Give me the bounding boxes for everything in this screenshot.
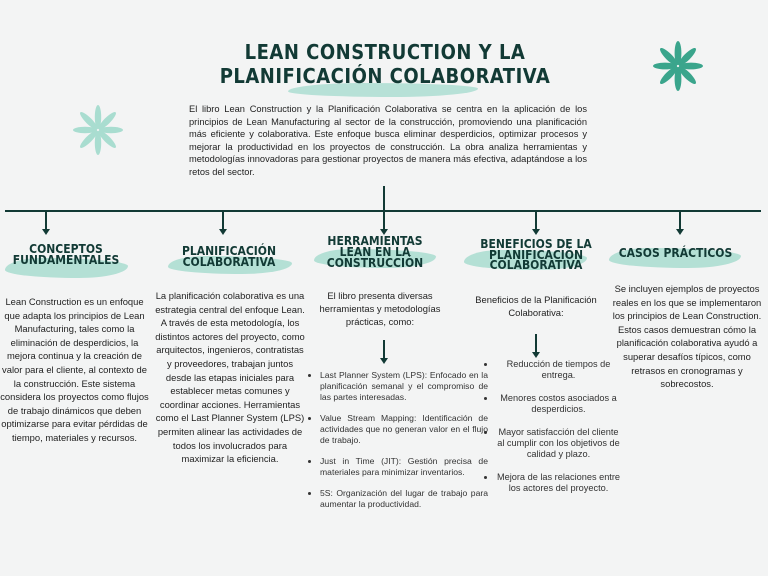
- connector-col5: [679, 211, 681, 231]
- col3-tool-list: Last Planner System (LPS): Enfocado en l…: [308, 370, 488, 520]
- arrow-col4-icon: [532, 229, 540, 235]
- list-item: Reducción de tiempos de entrega.: [496, 359, 621, 381]
- list-item: Menores costos asociados a desperdicios.: [496, 393, 621, 415]
- list-item: Value Stream Mapping: Identificación de …: [320, 413, 488, 446]
- list-item: Last Planner System (LPS): Enfocado en l…: [320, 370, 488, 403]
- col4-title-highlight: [464, 250, 587, 270]
- star-right-icon: [653, 41, 703, 91]
- page-title: LEAN CONSTRUCTION Y LA PLANIFICACIÓN COL…: [219, 40, 551, 88]
- arrow-col2-icon: [219, 229, 227, 235]
- col1-title-highlight: [5, 258, 128, 278]
- col4-arrow-icon: [532, 352, 540, 358]
- connector-col1: [45, 211, 47, 231]
- list-item: Mayor satisfacción del cliente al cumpli…: [496, 427, 621, 460]
- arrow-col5-icon: [676, 229, 684, 235]
- arrow-col3-icon: [380, 229, 388, 235]
- list-item: Mejora de las relaciones entre los actor…: [496, 472, 621, 494]
- connector-col3: [383, 211, 385, 231]
- col1-title: CONCEPTOS FUNDAMENTALES: [12, 242, 120, 267]
- star-left-icon: [73, 105, 123, 155]
- connector-col2: [222, 211, 224, 231]
- arrow-col1-icon: [42, 229, 50, 235]
- intro-paragraph: El libro Lean Construction y la Planific…: [189, 104, 587, 177]
- col3-arrow-icon: [380, 358, 388, 364]
- col5-text: Se incluyen ejemplos de proyectos reales…: [612, 283, 762, 390]
- col2-text: La planificación colaborativa es una est…: [155, 290, 305, 465]
- col4-connector: [535, 334, 537, 354]
- list-item: Just in Time (JIT): Gestión precisa de m…: [320, 456, 488, 478]
- col5-title-highlight: [609, 248, 741, 268]
- title-highlight: [288, 83, 478, 97]
- col5-title: CASOS PRÁCTICOS: [618, 246, 733, 260]
- col1-text: Lean Construction es un enfoque que adap…: [0, 296, 149, 443]
- connector-intro: [383, 186, 385, 212]
- list-item: 5S: Organización del lugar de trabajo pa…: [320, 488, 488, 510]
- col3-connector: [383, 340, 385, 360]
- col3-title: HERRAMIENTAS LEAN EN LA CONSTRUCCIÓN: [326, 234, 424, 270]
- col4-text: Beneficios de la Planificación Colaborat…: [475, 294, 597, 318]
- col2-title: PLANIFICACIÓN COLABORATIVA: [181, 244, 276, 269]
- col3-title-highlight: [314, 249, 436, 268]
- col4-title: BENEFICIOS DE LA PLANIFICACIÓN COLABORAT…: [480, 237, 592, 272]
- connector-col4: [535, 211, 537, 231]
- col3-text: El libro presenta diversas herramientas …: [319, 290, 441, 327]
- col4-benefit-list: Reducción de tiempos de entrega. Menores…: [484, 359, 621, 506]
- col2-title-highlight: [168, 256, 292, 274]
